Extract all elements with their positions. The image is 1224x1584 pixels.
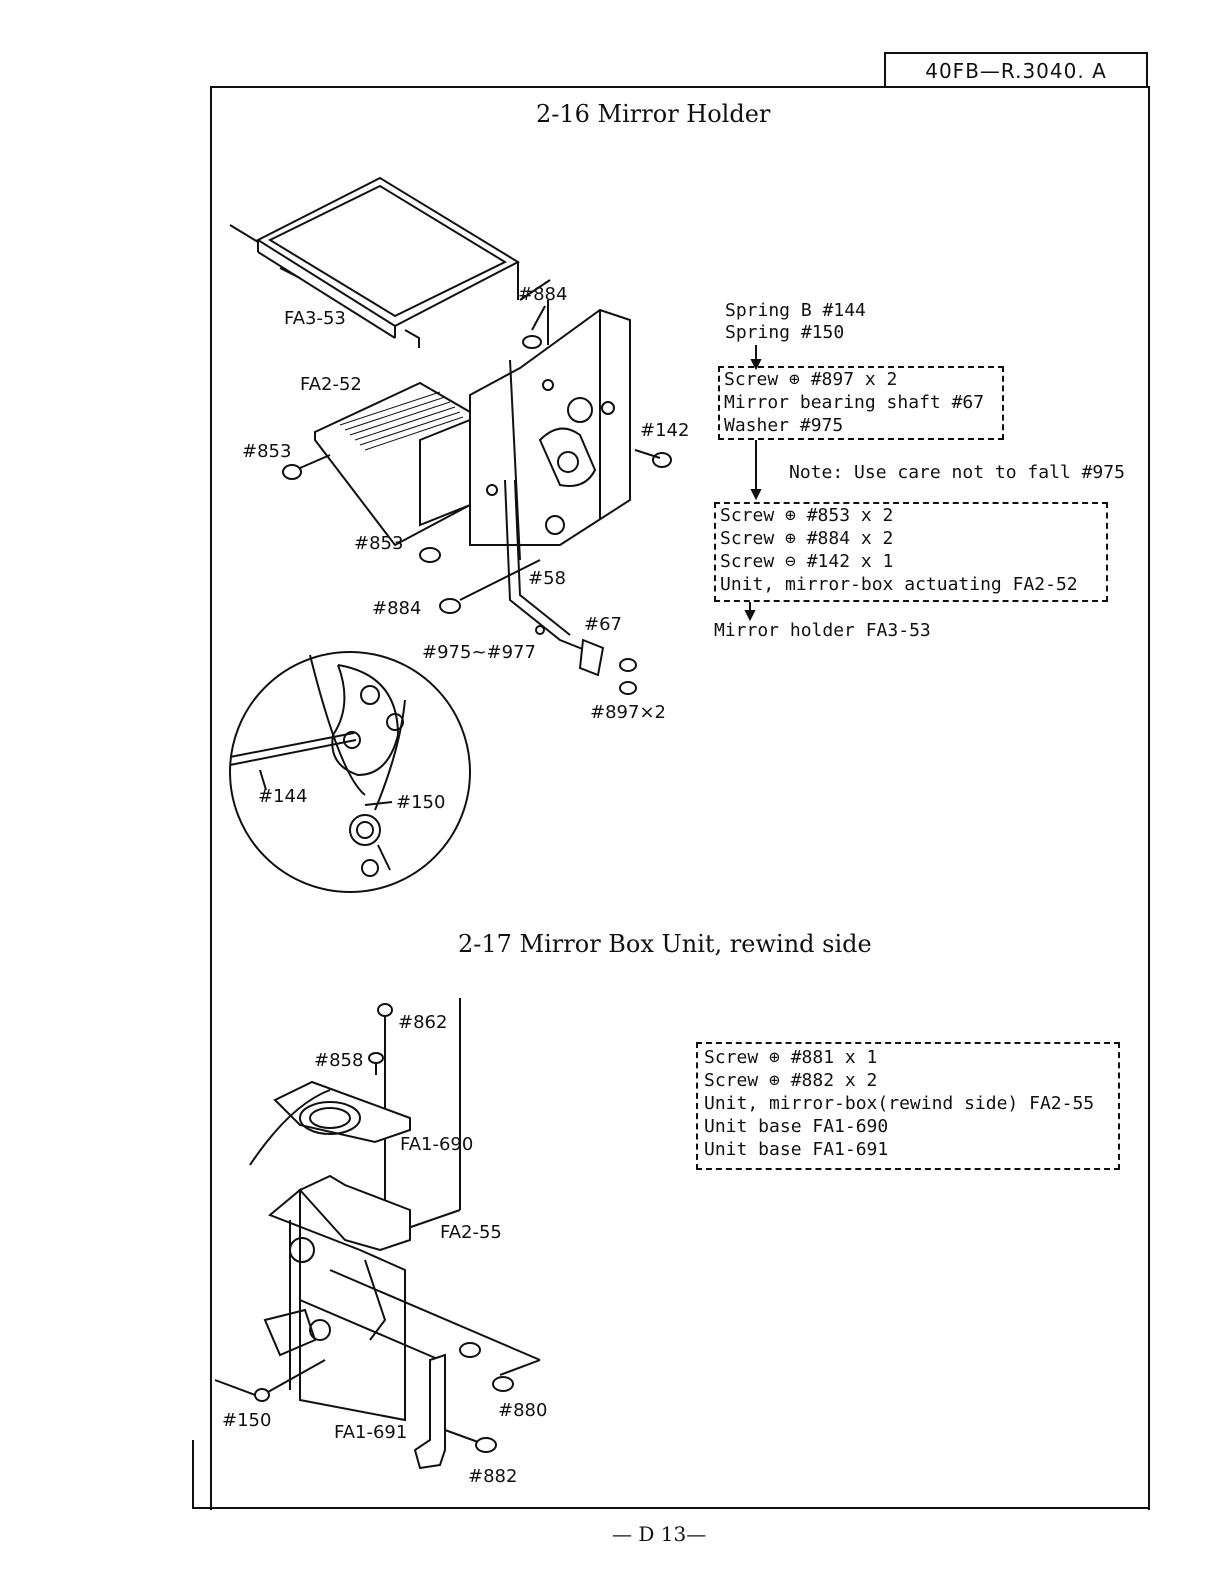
step-3-1: Screw ⊕ #881 x 1 xyxy=(704,1047,878,1068)
page-frame xyxy=(210,86,1150,1510)
step-2-2: Screw ⊕ #884 x 2 xyxy=(720,528,894,549)
note-care: Note: Use care not to fall #975 xyxy=(789,462,1125,483)
label-884-top: #884 xyxy=(518,284,568,305)
label-880: #880 xyxy=(498,1400,548,1421)
step-2-3: Screw ⊖ #142 x 1 xyxy=(720,551,894,572)
label-853-b: #853 xyxy=(354,533,404,554)
page-number: — D 13— xyxy=(612,1522,707,1546)
note-spring-b: Spring B #144 xyxy=(725,300,866,321)
label-150: #150 xyxy=(396,792,446,813)
section-title-mirror-holder: 2-16 Mirror Holder xyxy=(536,100,771,128)
label-862: #862 xyxy=(398,1012,448,1033)
note-result: Mirror holder FA3-53 xyxy=(714,620,931,641)
steps-box-1: Screw ⊕ #897 x 2 Mirror bearing shaft #6… xyxy=(718,366,1004,440)
label-fa3-53: FA3-53 xyxy=(284,308,346,329)
label-858: #858 xyxy=(314,1050,364,1071)
step-3-3: Unit, mirror-box(rewind side) FA2-55 xyxy=(704,1093,1095,1114)
label-142: #142 xyxy=(640,420,690,441)
label-fa2-55: FA2-55 xyxy=(440,1222,502,1243)
frame-bottom-rule xyxy=(192,1507,1150,1509)
label-67: #67 xyxy=(584,614,622,635)
step-3-5: Unit base FA1-691 xyxy=(704,1139,889,1160)
step-2-4: Unit, mirror-box actuating FA2-52 xyxy=(720,574,1078,595)
step-3-2: Screw ⊕ #882 x 2 xyxy=(704,1070,878,1091)
step-1-3: Washer #975 xyxy=(724,415,844,436)
note-spring: Spring #150 xyxy=(725,322,845,343)
steps-box-3: Screw ⊕ #881 x 1 Screw ⊕ #882 x 2 Unit, … xyxy=(696,1042,1120,1170)
section-title-mirror-box-unit: 2-17 Mirror Box Unit, rewind side xyxy=(458,930,872,958)
step-1-2: Mirror bearing shaft #67 xyxy=(724,392,985,413)
label-fa1-690: FA1-690 xyxy=(400,1134,474,1155)
document-id: 40FB—R.3040. A xyxy=(884,52,1148,88)
label-897x2: #897×2 xyxy=(590,702,666,723)
label-882: #882 xyxy=(468,1466,518,1487)
step-3-4: Unit base FA1-690 xyxy=(704,1116,889,1137)
label-853-a: #853 xyxy=(242,441,292,462)
label-144: #144 xyxy=(258,786,308,807)
label-884-b: #884 xyxy=(372,598,422,619)
steps-box-2: Screw ⊕ #853 x 2 Screw ⊕ #884 x 2 Screw … xyxy=(714,502,1108,602)
label-fa1-691: FA1-691 xyxy=(334,1422,408,1443)
step-2-1: Screw ⊕ #853 x 2 xyxy=(720,505,894,526)
label-150-b: #150 xyxy=(222,1410,272,1431)
label-58: #58 xyxy=(528,568,566,589)
label-fa2-52: FA2-52 xyxy=(300,374,362,395)
frame-left-foot xyxy=(192,1440,194,1509)
label-975-977: #975~#977 xyxy=(422,642,536,663)
step-1-1: Screw ⊕ #897 x 2 xyxy=(724,369,898,390)
